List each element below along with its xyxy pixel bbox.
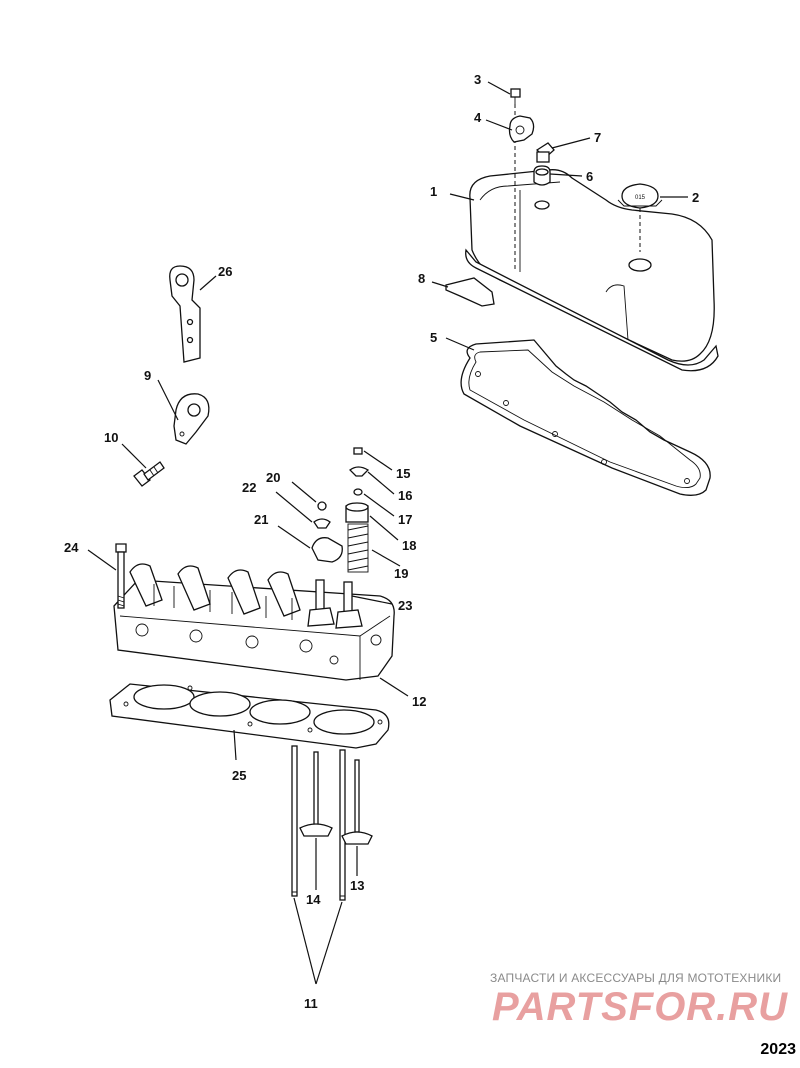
callout-3: 3 [474, 72, 481, 87]
breather-fitting [535, 142, 555, 163]
bracket-bolt [133, 461, 165, 487]
callout-6: 6 [586, 169, 593, 184]
valve-cover-gasket [460, 339, 711, 496]
callout-11: 11 [304, 996, 318, 1011]
rocker-arm-21 [311, 537, 343, 563]
valve-spring-19 [347, 523, 369, 573]
callout-24: 24 [64, 540, 79, 555]
callout-1: 1 [430, 184, 437, 199]
callout-2: 2 [692, 190, 699, 205]
pushrods [291, 745, 346, 901]
rocker-ball-17 [353, 488, 363, 496]
callout-8: 8 [418, 271, 425, 286]
callout-13: 13 [350, 878, 364, 893]
watermark-caption: ЗАПЧАСТИ И АКСЕССУАРЫ ДЛЯ МОТОТЕХНИКИ [490, 971, 782, 985]
callout-21: 21 [254, 512, 268, 527]
callout-17: 17 [398, 512, 412, 527]
callout-18: 18 [402, 538, 416, 553]
callout-25: 25 [232, 768, 246, 783]
valve-retainer-18 [345, 502, 369, 523]
rocker-ball-22 [313, 518, 331, 529]
callout-22: 22 [242, 480, 256, 495]
valve-cover [465, 169, 719, 372]
callout-20: 20 [266, 470, 280, 485]
exhaust-valve [341, 759, 373, 845]
watermark-logo: PARTSFOR.RU [492, 985, 788, 1028]
head-bolt [115, 543, 127, 609]
callout-15: 15 [396, 466, 410, 481]
leader-lines [87, 81, 688, 985]
grommet [533, 165, 551, 186]
lifting-bracket-9 [173, 393, 210, 445]
callout-4: 4 [474, 110, 482, 125]
callout-labels: 1 2 3 4 5 6 7 8 9 10 11 12 13 14 15 16 1… [64, 72, 699, 1011]
callout-14: 14 [306, 892, 321, 907]
callout-9: 9 [144, 368, 151, 383]
watermark-logo-text: PARTSFOR.RU [492, 985, 788, 1028]
intake-valve [299, 751, 333, 837]
cap-stamp: 015 [635, 195, 646, 201]
oil-fill-cap: 015 [617, 183, 663, 252]
rocker-studs [307, 579, 363, 629]
pushrod-guide-15 [353, 447, 363, 455]
callout-7: 7 [594, 130, 601, 145]
screw-3 [510, 88, 521, 104]
callout-16: 16 [398, 488, 412, 503]
head-gasket [109, 683, 390, 749]
lifting-bracket-26 [169, 265, 201, 363]
rocker-nut-20 [317, 501, 327, 511]
callout-12: 12 [412, 694, 426, 709]
callout-26: 26 [218, 264, 232, 279]
callout-23: 23 [398, 598, 412, 613]
hose-clip [508, 115, 535, 143]
callout-10: 10 [104, 430, 118, 445]
callout-5: 5 [430, 330, 437, 345]
baffle-plate [445, 277, 495, 307]
callout-19: 19 [394, 566, 408, 581]
rocker-nut-16 [349, 466, 370, 477]
drawing-reference-code: 2023 [760, 1041, 796, 1058]
